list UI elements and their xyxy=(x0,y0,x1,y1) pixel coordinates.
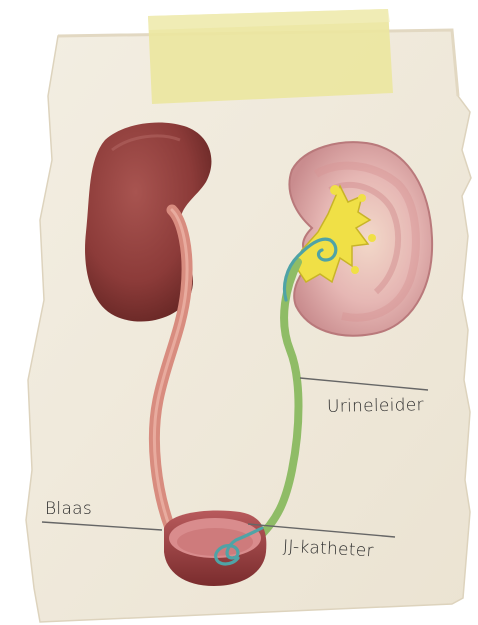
bladder xyxy=(164,511,266,586)
label-blaas: Blaas xyxy=(45,499,92,519)
label-urineleider: Urineleider xyxy=(327,395,424,417)
tape-strip xyxy=(148,9,393,104)
